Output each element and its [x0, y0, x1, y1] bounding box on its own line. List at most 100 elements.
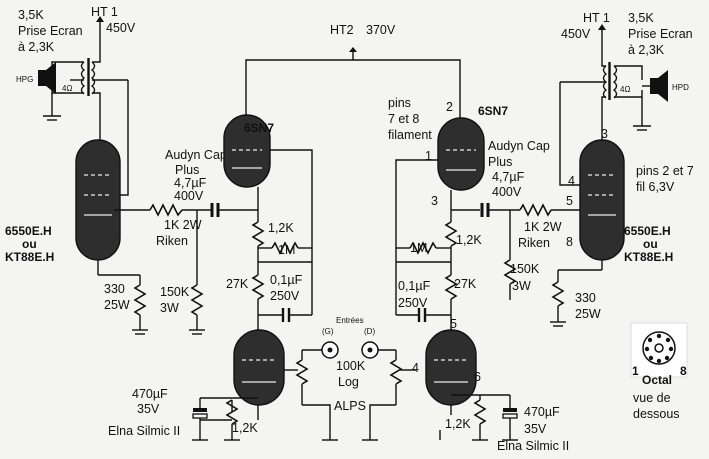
left-coupling-cap-audyn: [210, 203, 258, 217]
left-coupling-cap-voltage: 250V: [270, 289, 300, 303]
left-cathode-res-value: 330: [104, 282, 125, 296]
octal-pin-8: 8: [680, 364, 687, 378]
right-cap-name-1: Audyn Cap: [488, 139, 550, 153]
right-coupling-cap-audyn: [480, 203, 583, 300]
left-power-tube-alt: KT88E.H: [5, 250, 54, 264]
left-grid-leak-power: 3W: [160, 301, 179, 315]
left-transformer-screen: à 2,3K: [18, 40, 55, 54]
ht2-rail: [245, 47, 461, 130]
left-transformer-ground-icon: [43, 93, 61, 121]
left-power-tube: [75, 139, 121, 261]
volume-pots: [284, 349, 416, 441]
left-feedback-res: 1M: [278, 243, 295, 257]
right-input-label: (D): [364, 327, 375, 336]
right-input-cathode-network: [439, 394, 518, 441]
right-driver-cathode-pin: 3: [431, 194, 438, 208]
ht2-voltage: 370V: [366, 23, 396, 37]
octal-pin-1: 1: [632, 364, 639, 378]
octal-caption-1: vue de: [633, 391, 671, 405]
right-transformer-screen: à 2,3K: [628, 43, 665, 57]
right-grid-res-value: 1K 2W: [524, 220, 562, 234]
right-input-plate-pin: 5: [450, 317, 457, 331]
right-input-cathode-pin: 6: [474, 370, 481, 384]
right-coupling-cap-value: 0,1µF: [398, 279, 431, 293]
left-grid-stopper: [114, 203, 211, 285]
left-power-tube-type: 6550E.H: [5, 224, 52, 238]
right-power-tube: [579, 139, 625, 261]
left-cathode-res-power: 25W: [104, 298, 130, 312]
right-grid-leak-value: 150K: [510, 262, 540, 276]
right-transformer-impedance: 3,5K: [628, 11, 654, 25]
right-cathode-res-value: 330: [575, 291, 596, 305]
filament-note-2: 7 et 8: [388, 112, 419, 126]
right-output-transformer: [559, 24, 651, 186]
left-grid-leak-value: 150K: [160, 285, 190, 299]
volume-pot-value: 100K: [336, 359, 366, 373]
left-driver-network: [251, 187, 312, 340]
right-bypass-cap-brand: Elna Silmic II: [497, 439, 569, 453]
right-driver-network: [396, 190, 480, 330]
left-bypass-cap-voltage: 35V: [137, 402, 160, 416]
right-feedback-res: 1M: [410, 241, 427, 255]
left-input-cathode-res: 1,2K: [232, 421, 258, 435]
octal-name: Octal: [642, 373, 672, 387]
right-power-tube-type: 6550E.H: [624, 224, 671, 238]
right-driver-tube-type: 6SN7: [478, 104, 508, 118]
right-grid-res-brand: Riken: [518, 236, 550, 250]
right-ht1-voltage: 450V: [561, 27, 591, 41]
right-driver-top-pin: 2: [446, 100, 453, 114]
left-cathode-res-mid: 27K: [226, 277, 249, 291]
right-cathode-res-mid: 27K: [454, 277, 477, 291]
power-filament-note-1: pins 2 et 7: [636, 164, 694, 178]
left-input-cathode-network: [192, 397, 259, 441]
right-power-cathode-circuit: [550, 260, 603, 327]
right-bypass-cap-voltage: 35V: [524, 422, 547, 436]
right-input-jack-icon: [361, 341, 379, 359]
right-power-grid-pin: 5: [566, 194, 573, 208]
left-cap-name-2: Plus: [175, 163, 199, 177]
right-grid-leak-power: 3W: [512, 279, 531, 293]
right-plate-res: 1,2K: [456, 233, 482, 247]
left-bypass-cap-value: 470µF: [132, 387, 168, 401]
octal-socket-icon: [630, 322, 688, 378]
right-cap-voltage: 400V: [492, 185, 522, 199]
left-input-label: (G): [322, 327, 334, 336]
right-power-cathode-pin: 8: [566, 235, 573, 249]
right-input-tube: [425, 329, 477, 406]
left-transformer-impedance: 3,5K: [18, 8, 44, 22]
left-grid-res-brand: Riken: [156, 234, 188, 248]
right-driver-tube: [395, 117, 485, 315]
left-ht1-label: HT 1: [91, 5, 118, 19]
inputs-label: Entrées: [336, 316, 364, 325]
left-power-cathode-circuit: [97, 260, 205, 335]
power-filament-note-2: fil 6,3V: [636, 180, 675, 194]
right-ht1-label: HT 1: [583, 11, 610, 25]
left-transformer-tap: Prise Ecran: [18, 24, 83, 38]
right-cap-name-2: Plus: [488, 155, 512, 169]
right-speaker-icon: [650, 70, 668, 102]
left-cap-name-1: Audyn Cap: [165, 148, 227, 162]
left-speaker-icon: [38, 62, 56, 94]
right-power-plate-pin: 3: [601, 127, 608, 141]
octal-caption-2: dessous: [633, 407, 680, 421]
left-speaker-impedance: 4Ω: [62, 84, 72, 93]
right-power-screen-pin: 4: [568, 174, 575, 188]
filament-note-3: filament: [388, 128, 432, 142]
right-speaker-impedance: 4Ω: [620, 85, 630, 94]
left-driver-tube-type: 6SN7: [244, 121, 274, 135]
ht2-label: HT2: [330, 23, 354, 37]
right-driver-grid-pin: 1: [425, 149, 432, 163]
left-grid-res-value: 1K 2W: [164, 218, 202, 232]
left-cap-voltage: 400V: [174, 189, 204, 203]
right-coupling-cap-voltage: 250V: [398, 296, 428, 310]
filament-note-1: pins: [388, 96, 411, 110]
left-cap-value: 4,7µF: [174, 176, 207, 190]
right-transformer-tap: Prise Ecran: [628, 27, 693, 41]
left-driver-tube: [223, 114, 313, 315]
left-ht1-voltage: 450V: [106, 21, 136, 35]
left-speaker-label: HPG: [16, 75, 33, 84]
right-cap-value: 4,7µF: [492, 170, 525, 184]
right-cathode-res-power: 25W: [575, 307, 601, 321]
